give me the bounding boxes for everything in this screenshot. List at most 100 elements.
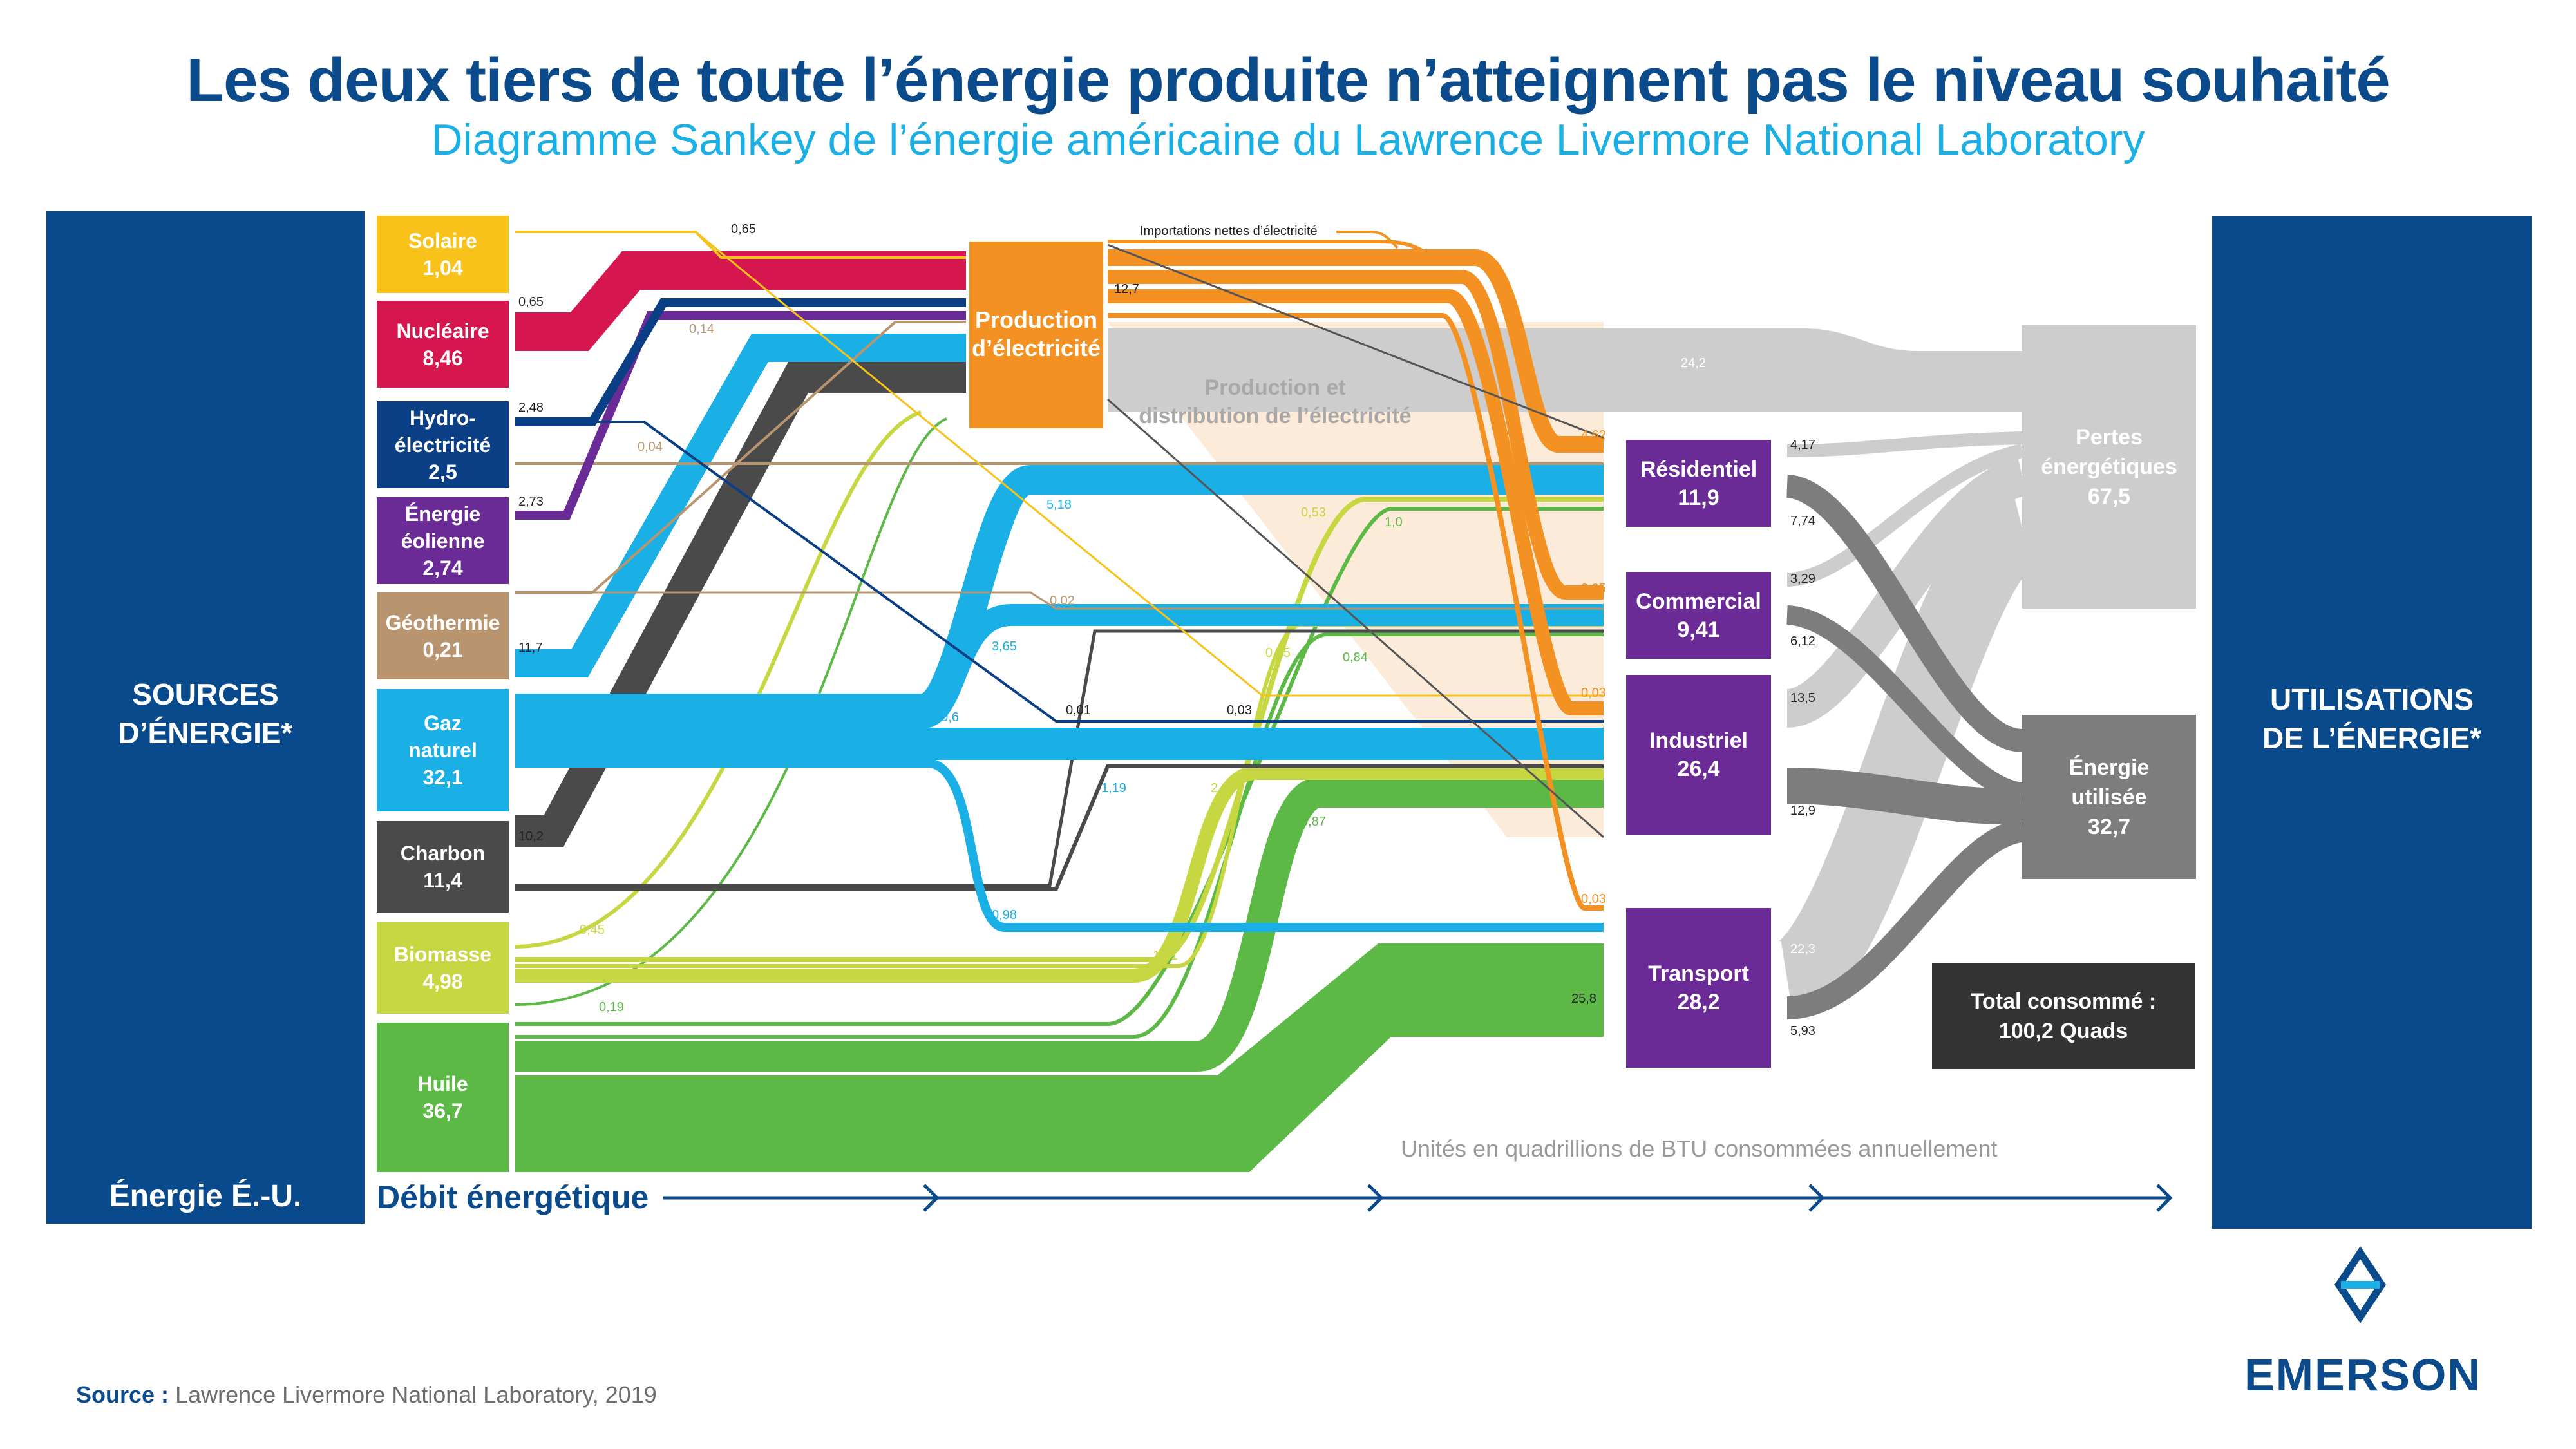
flow-label-elec-total: 12,7 — [1114, 282, 1139, 296]
flow-label-solar-elec: 0,65 — [731, 222, 756, 236]
biomass-flows — [515, 410, 1604, 983]
elec-com-flow — [1108, 270, 1604, 600]
electricity-production-box — [969, 242, 1103, 428]
flow-label-coal-ind: 1,19 — [1101, 781, 1126, 795]
flow-label-gas-ind: 10,6 — [934, 710, 959, 724]
flow-label-bio-elec: 0,45 — [580, 923, 605, 937]
trans-used-flow — [1786, 819, 2024, 1019]
uses-title-line2: DE L’ÉNERGIE* — [2262, 721, 2481, 755]
flow-label-wind-elec: 2,73 — [518, 495, 544, 509]
flow-label-res-loss: 4,17 — [1790, 438, 1815, 452]
flow-label-elec-res: 4,62 — [1581, 428, 1606, 442]
flow-label-trans-used: 5,93 — [1790, 1024, 1815, 1038]
page-title: Les deux tiers de toute l’énergie produi… — [186, 46, 2390, 115]
flow-label-nuclear-elec: 0,65 — [518, 295, 544, 309]
electricity-flows — [1108, 240, 1604, 911]
flow-label-gas-elec: 11,7 — [518, 641, 543, 655]
flow-label-geo-res: 0,04 — [638, 440, 663, 454]
ind-used-flow — [1786, 768, 2024, 824]
flow-label-elec-com: 3,25 — [1581, 582, 1606, 596]
res-used-flow — [1785, 475, 2023, 752]
com-used-flow — [1786, 605, 2024, 802]
energy-uses-panel: UTILISATIONS DE L’ÉNERGIE* — [2212, 216, 2532, 1229]
flow-label-hydro-ind: 0,01 — [1066, 703, 1091, 717]
com-loss-flow — [1786, 444, 2024, 587]
flow-label-trans-loss: 22,3 — [1790, 942, 1815, 956]
elec-res-flow — [1108, 249, 1604, 453]
emerson-logo-icon — [2334, 1246, 2386, 1323]
losses-box — [2022, 325, 2196, 609]
flow-label-gas-trans: 0,98 — [992, 908, 1017, 922]
units-note: Unités en quadrillions de BTU consommées… — [1401, 1135, 1998, 1162]
coal-elec-flow — [515, 361, 966, 847]
flow-label-oil-com: 0,84 — [1343, 650, 1368, 665]
flow-arrow — [663, 1184, 2173, 1212]
flow-label-bio-com: 0,15 — [1265, 646, 1291, 660]
gas-trans-flow — [515, 759, 1604, 932]
flow-label-bio-res: 0,53 — [1301, 506, 1326, 520]
flow-label-bio-trans: 1,41 — [1153, 949, 1178, 963]
uses-title-line1: UTILISATIONS — [2269, 683, 2474, 716]
flow-label-gas-res: 5,18 — [1046, 498, 1072, 512]
output-total: Total consommé :100,2 Quads — [1970, 989, 2157, 1043]
flow-label-geo-elec: 0,14 — [689, 322, 714, 336]
flow-label-oil-elec: 0,19 — [599, 1000, 624, 1014]
hydro-ind-flow — [515, 421, 1604, 723]
flow-label-com-used: 6,12 — [1790, 634, 1815, 649]
flow-label-ind-used: 12,9 — [1790, 804, 1815, 818]
flow-label-bio-ind: 2,45 — [1211, 781, 1236, 795]
gas-flows — [515, 334, 1604, 932]
flow-label-oil-trans: 25,8 — [1571, 992, 1596, 1006]
sources-title-line2: D’ÉNERGIE* — [118, 716, 293, 750]
sources-title-line1: SOURCES — [132, 677, 279, 711]
elec-imports-flow — [1108, 240, 1425, 253]
page-subtitle: Diagramme Sankey de l’énergie américaine… — [431, 115, 2145, 164]
used-box — [2022, 715, 2196, 879]
coal-ind-flow — [515, 764, 1604, 891]
flow-label-oil-res: 1,0 — [1385, 515, 1403, 529]
used-flows — [1785, 475, 2024, 1019]
elec-trans-flow — [1108, 313, 1604, 911]
bio-ind-flow — [515, 766, 1604, 983]
total-box — [1932, 963, 2195, 1069]
gas-com-flow — [515, 604, 1604, 729]
energy-sources-panel: SOURCES D’ÉNERGIE* Énergie É.-U. — [46, 211, 365, 1224]
distribution-loss-area — [1108, 322, 1604, 837]
flow-label-elec-trans: 0,03 — [1581, 892, 1606, 906]
sources-footer: Énergie É.-U. — [109, 1179, 302, 1213]
flow-label-com-loss: 3,29 — [1790, 572, 1815, 586]
flow-label-res-used: 7,74 — [1790, 514, 1815, 528]
electricity-imports-label: Importations nettes d’électricité — [1140, 224, 1318, 238]
elec-ind-flow — [1108, 289, 1604, 715]
flow-label-gas-com: 3,65 — [992, 639, 1017, 654]
flow-label-hydro-elec: 2,48 — [518, 401, 544, 415]
oil-trans-band — [515, 943, 1604, 1172]
elec-loss-flow — [1108, 328, 2022, 412]
flow-label-ind-loss: 13,5 — [1790, 691, 1815, 705]
nuclear-elec-flow — [515, 251, 966, 351]
flow-label-coal-elec: 10,2 — [518, 829, 544, 844]
loss-leader-line-1 — [1107, 243, 1604, 439]
geo-com-flow — [515, 591, 1604, 610]
source-citation: Source : Lawrence Livermore National Lab… — [76, 1381, 657, 1408]
trans-loss-flow — [1774, 490, 2038, 1018]
flow-label-geo-com: 0,02 — [1050, 594, 1075, 608]
elec-imports-leader — [1336, 231, 1399, 249]
brand-wordmark: EMERSON — [2244, 1350, 2481, 1400]
